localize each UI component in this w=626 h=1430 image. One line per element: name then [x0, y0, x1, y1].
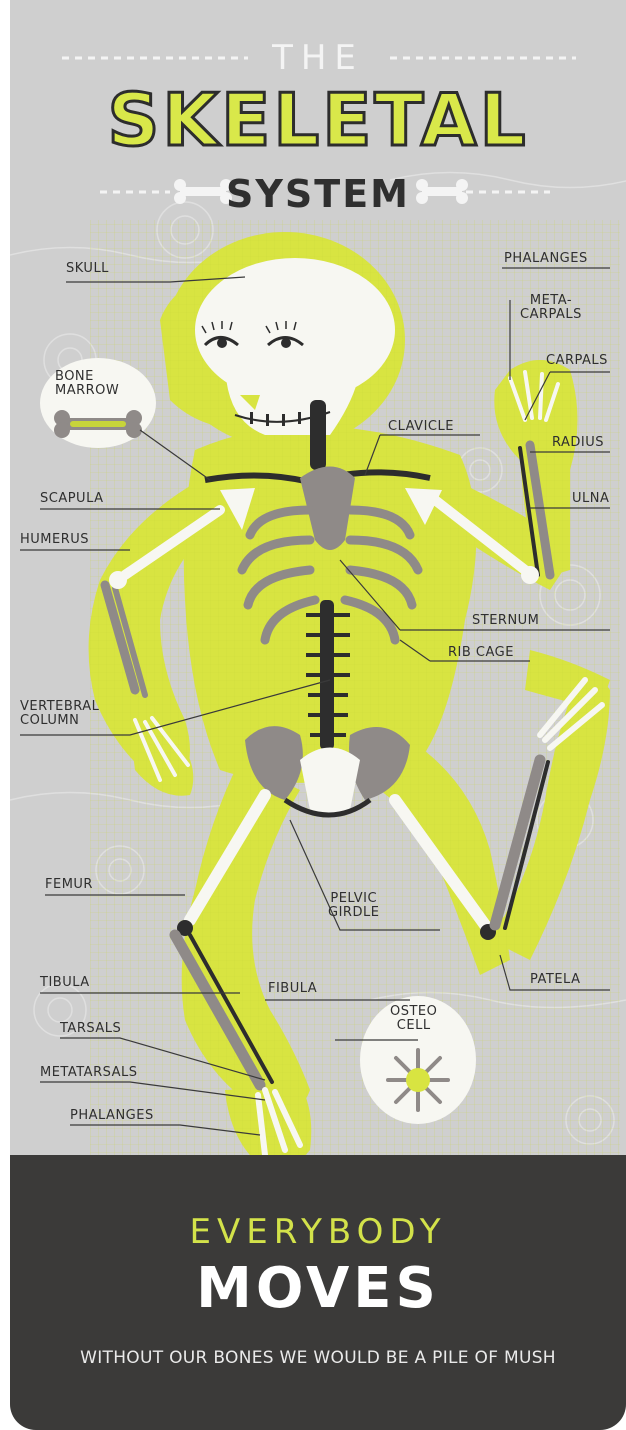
footer-moves: MOVES: [10, 1256, 626, 1321]
poster: THE SKELETAL SYSTEM SKULL BONE MARROW SC…: [10, 0, 626, 1430]
label-osteo-cell: OSTEO CELL: [390, 1005, 437, 1033]
label-tibula: TIBULA: [40, 976, 90, 990]
label-bone-marrow: BONE MARROW: [55, 370, 119, 398]
footer-everybody: EVERYBODY: [10, 1212, 626, 1252]
label-humerus: HUMERUS: [20, 533, 89, 547]
label-femur: FEMUR: [45, 878, 93, 892]
label-vertebral-column: VERTEBRAL COLUMN: [20, 700, 99, 728]
footer-note: WITHOUT OUR BONES WE WOULD BE A PILE OF …: [10, 1348, 626, 1368]
label-pelvic-girdle: PELVIC GIRDLE: [328, 892, 379, 920]
label-phalanges-hand: PHALANGES: [504, 252, 588, 266]
label-skull: SKULL: [66, 262, 109, 276]
label-patela: PATELA: [530, 973, 580, 987]
label-radius: RADIUS: [552, 436, 604, 450]
label-tarsals: TARSALS: [60, 1022, 121, 1036]
label-clavicle: CLAVICLE: [388, 420, 454, 434]
label-metatarsals: METATARSALS: [40, 1066, 137, 1080]
label-rib-cage: RIB CAGE: [448, 646, 514, 660]
label-scapula: SCAPULA: [40, 492, 104, 506]
page-subtitle: SYSTEM: [10, 172, 626, 216]
label-metacarpals: META- CARPALS: [520, 294, 582, 322]
label-ulna: ULNA: [572, 492, 609, 506]
title-the: THE: [10, 38, 626, 78]
label-phalanges-foot: PHALANGES: [70, 1109, 154, 1123]
page-title: SKELETAL: [10, 78, 626, 162]
label-carpals: CARPALS: [546, 354, 608, 368]
label-fibula: FIBULA: [268, 982, 317, 996]
label-sternum: STERNUM: [472, 614, 539, 628]
